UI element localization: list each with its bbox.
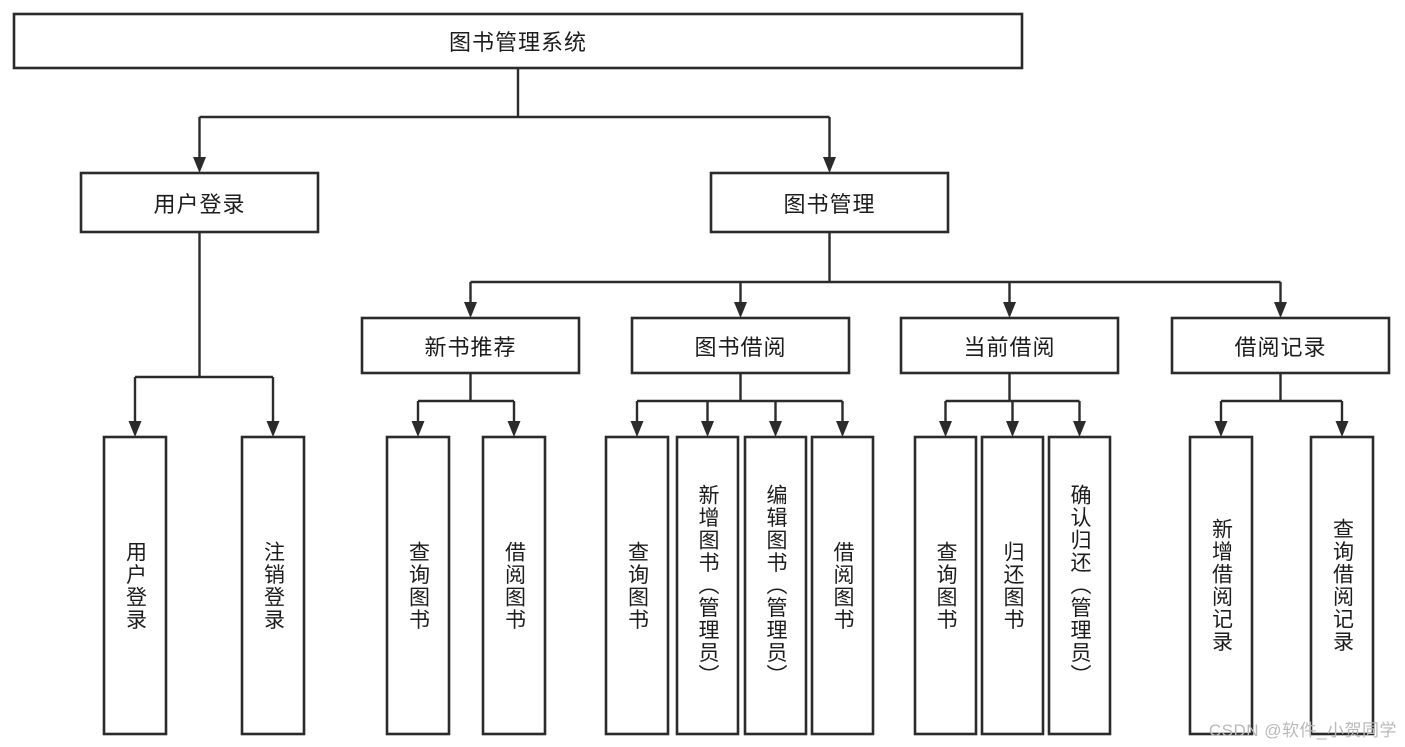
edge-arrow-head: [1274, 302, 1287, 318]
node-box-leaf-borrow-book-1[interactable]: [481, 435, 547, 736]
nodes-layer: [12, 12, 1391, 736]
node-box-leaf-query-book-2[interactable]: [604, 435, 670, 736]
node-box-leaf-user-login[interactable]: [102, 435, 168, 736]
node-box-leaf-confirm-return[interactable]: [1047, 435, 1112, 736]
node-box-leaf-borrow-book-2[interactable]: [810, 435, 875, 736]
node-box-borrow-record[interactable]: [1170, 316, 1391, 375]
edge-arrow-head: [266, 421, 280, 437]
edge-arrow-head: [1003, 302, 1016, 318]
edge-arrow-head: [464, 302, 477, 318]
node-box-leaf-query-book-3[interactable]: [913, 435, 978, 736]
edge-arrow-head: [411, 421, 425, 437]
edge-arrow-head: [701, 421, 714, 437]
node-box-leaf-query-book-1[interactable]: [385, 435, 451, 736]
edge-arrow-head: [128, 421, 142, 437]
edge-arrow-head: [1214, 421, 1228, 437]
edge-arrow-head: [939, 421, 952, 437]
node-box-leaf-add-record[interactable]: [1188, 435, 1254, 736]
edge-arrow-head: [630, 421, 644, 437]
edge-arrow-head: [769, 421, 782, 437]
node-box-book-borrow[interactable]: [630, 316, 851, 375]
edge-arrow-head: [1006, 421, 1019, 437]
node-box-leaf-user-logout[interactable]: [240, 435, 306, 736]
watermark: CSDN @软件_小贺同学: [1208, 721, 1397, 740]
edge-arrow-head: [193, 157, 206, 173]
node-box-new-book-rec[interactable]: [360, 316, 581, 375]
edge-arrow-head: [823, 157, 836, 173]
node-box-leaf-add-book[interactable]: [675, 435, 740, 736]
node-box-leaf-query-record[interactable]: [1309, 435, 1375, 736]
edge-arrow-head: [734, 302, 747, 318]
node-box-book-manage[interactable]: [709, 171, 950, 234]
node-box-leaf-edit-book[interactable]: [743, 435, 808, 736]
edge-arrow-head: [1073, 421, 1086, 437]
edges-layer: [128, 68, 1349, 437]
node-box-leaf-return-book[interactable]: [980, 435, 1045, 736]
edge-arrow-head: [836, 421, 849, 437]
node-box-root[interactable]: [12, 12, 1024, 70]
node-box-user-login[interactable]: [79, 171, 320, 234]
node-box-current-borrow[interactable]: [899, 316, 1120, 375]
edge-arrow-head: [1335, 421, 1349, 437]
edge-arrow-head: [507, 421, 521, 437]
